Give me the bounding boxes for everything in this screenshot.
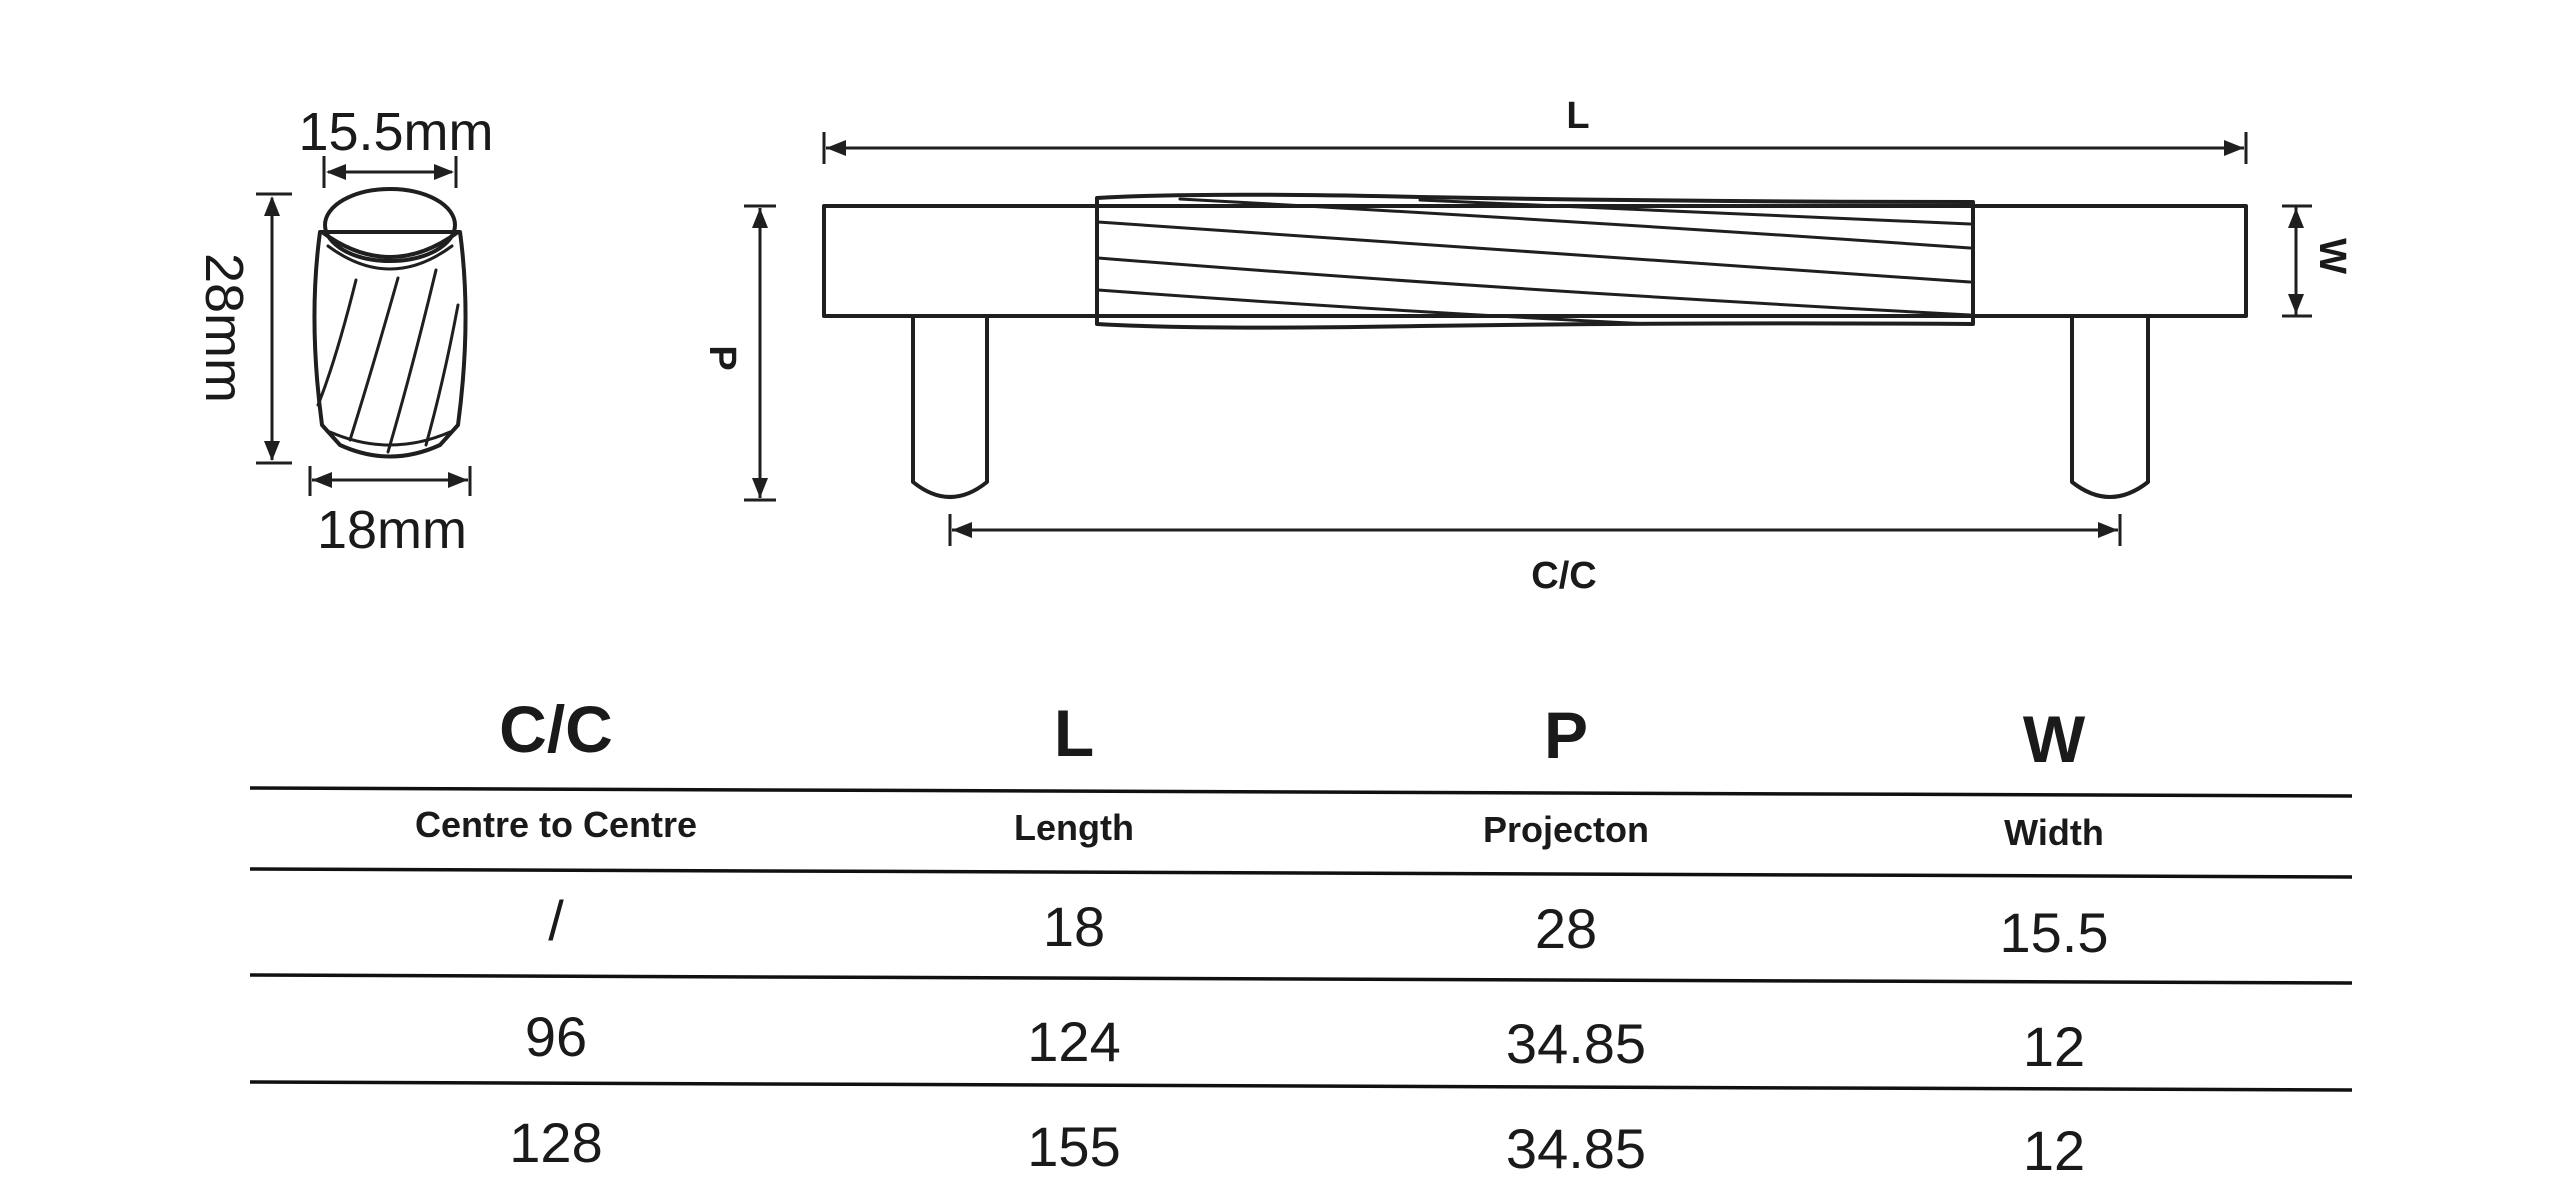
column-name: Length: [1014, 807, 1134, 848]
arrow-head: [264, 441, 280, 461]
column-code: P: [1544, 698, 1588, 772]
knob-flute: [424, 303, 460, 447]
table-cell: 155: [1027, 1115, 1120, 1178]
table-rule: [249, 786, 2353, 798]
knob-drawing: 15.5mm 28mm 18mm: [194, 102, 494, 560]
handle-drawing: L P W C/C: [701, 95, 2353, 597]
knob-bottom-ring: [328, 430, 452, 447]
column-code: C/C: [499, 692, 613, 766]
handle-width-label: W: [2311, 238, 2353, 274]
arrow-head: [2224, 140, 2244, 156]
arrow-head: [2288, 208, 2304, 228]
knob-top-ellipse: [323, 187, 457, 263]
handle-length-label: L: [1566, 95, 1589, 137]
table-rule: [249, 1080, 2353, 1092]
spec-table: C/C L P W Centre to Centre Length Projec…: [249, 692, 2353, 1182]
table-cell: 12: [2023, 1119, 2085, 1182]
arrow-head: [2288, 294, 2304, 314]
arrow-head: [312, 472, 332, 488]
arrow-head: [952, 522, 972, 538]
knob-height-label: 28mm: [194, 253, 254, 403]
table-rule: [249, 867, 2353, 879]
handle-grip-spiral: [1096, 256, 1972, 317]
table-cell: 96: [525, 1005, 587, 1068]
table-cell: 12: [2023, 1015, 2085, 1078]
table-cell: 124: [1027, 1010, 1120, 1073]
table-cell: 18: [1043, 895, 1105, 958]
knob-cap-lower-ring: [326, 244, 454, 271]
handle-projection-label: P: [701, 345, 743, 370]
knob-top-width-label: 15.5mm: [298, 102, 493, 162]
table-cell: 15.5: [2000, 901, 2109, 964]
arrow-head: [434, 164, 454, 180]
column-name: Width: [2004, 812, 2104, 853]
arrow-head: [264, 196, 280, 216]
knob-bottom-width-label: 18mm: [317, 500, 467, 560]
knob-flute: [316, 278, 358, 407]
handle-left-leg: [911, 316, 989, 499]
knob-body-outline: [312, 230, 468, 459]
handle-grip-spiral: [1178, 197, 1972, 250]
column-code: L: [1054, 696, 1094, 770]
table-cell: 34.85: [1506, 1012, 1646, 1075]
handle-bar: [822, 204, 2248, 318]
arrow-head: [752, 208, 768, 228]
handle-grip-outline: [1095, 192, 1975, 330]
arrow-head: [752, 478, 768, 498]
handle-right-leg: [2070, 316, 2150, 499]
table-cell: /: [548, 889, 564, 952]
table-cell: 34.85: [1506, 1117, 1646, 1180]
column-name: Centre to Centre: [415, 804, 697, 845]
arrow-head: [448, 472, 468, 488]
column-name: Projecton: [1483, 809, 1649, 850]
handle-grip-spiral: [1096, 288, 1652, 326]
arrow-head: [2098, 522, 2118, 538]
handle-grip-spiral: [1418, 198, 1972, 226]
knob-cap-ring: [320, 230, 460, 259]
knob-flute: [386, 268, 438, 454]
table-cell: 28: [1535, 897, 1597, 960]
table-rule: [249, 973, 2353, 985]
handle-grip-spiral: [1096, 220, 1972, 284]
knob-flute: [348, 276, 400, 442]
column-code: W: [2023, 702, 2086, 776]
table-cell: 128: [509, 1111, 602, 1174]
arrow-head: [826, 140, 846, 156]
handle-centre-label: C/C: [1531, 555, 1596, 597]
arrow-head: [326, 164, 346, 180]
